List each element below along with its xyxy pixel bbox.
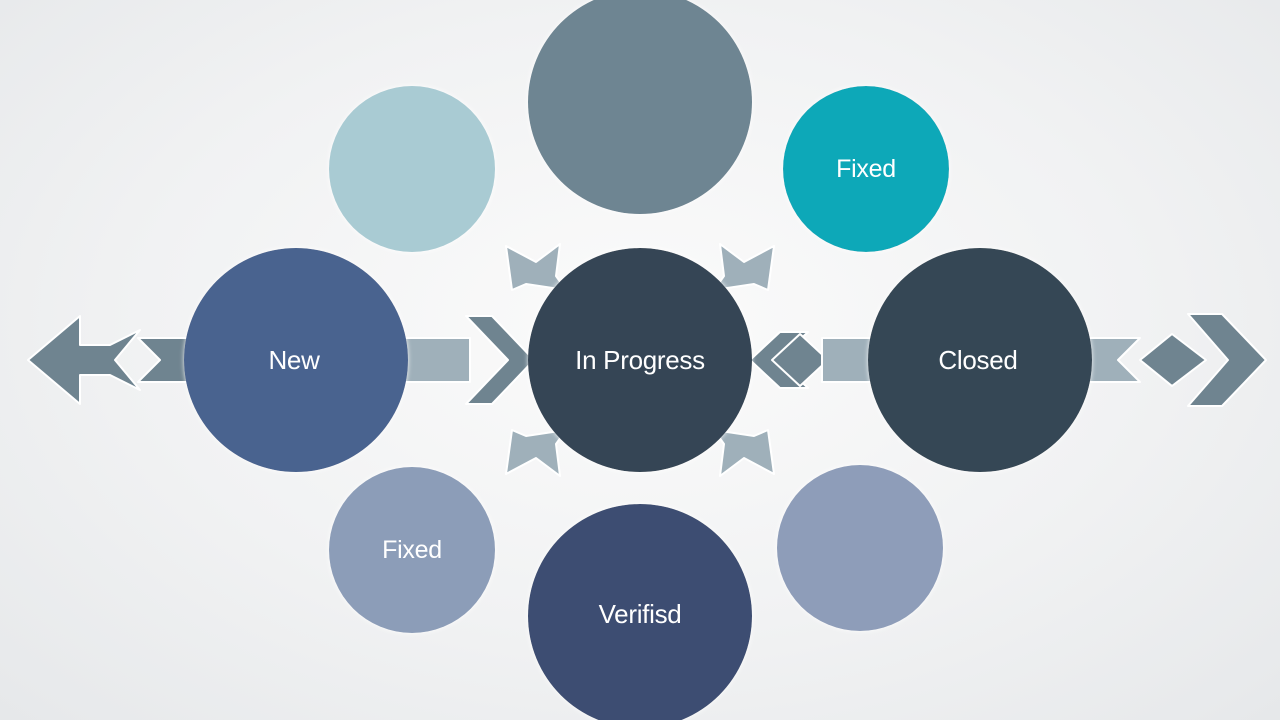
left-chevron-arrow: [137, 337, 191, 383]
node-fixed-bottom-circle: Fixed: [329, 467, 495, 633]
node-closed-circle: Closed: [868, 248, 1092, 472]
diag-arrow-bottom-right: [713, 429, 775, 477]
diag-arrow-top-right: [713, 243, 775, 291]
closed-right-diamond: [1139, 333, 1207, 387]
node-in-progress-label: In Progress: [575, 345, 705, 375]
node-fixed-top-label: Fixed: [836, 155, 896, 183]
flow-arrows: [27, 243, 1267, 477]
node-top-left-circle: [329, 86, 495, 252]
new-to-progress-connector: [404, 337, 471, 383]
node-new-label: New: [268, 345, 320, 375]
node-verified-circle: Verifisd: [528, 504, 752, 720]
node-closed-label: Closed: [938, 345, 1017, 375]
closed-right-connector: [1087, 337, 1141, 383]
node-bottom-right-circle: [777, 465, 943, 631]
node-new-circle: New: [184, 248, 408, 472]
node-in-progress-circle: In Progress: [528, 248, 752, 472]
far-right-arrowhead: [1187, 313, 1267, 407]
progress-to-closed-connector: [821, 337, 873, 383]
diag-arrow-top-left: [505, 243, 567, 291]
diag-arrow-bottom-left: [505, 429, 567, 477]
new-to-progress-arrowhead: [465, 315, 535, 405]
node-verified-label: Verifisd: [599, 599, 682, 629]
node-fixed-bottom-label: Fixed: [382, 536, 442, 564]
node-fixed-top-circle: Fixed: [783, 86, 949, 252]
node-top-circle: [528, 0, 752, 214]
left-outer-arrow: [27, 315, 141, 405]
